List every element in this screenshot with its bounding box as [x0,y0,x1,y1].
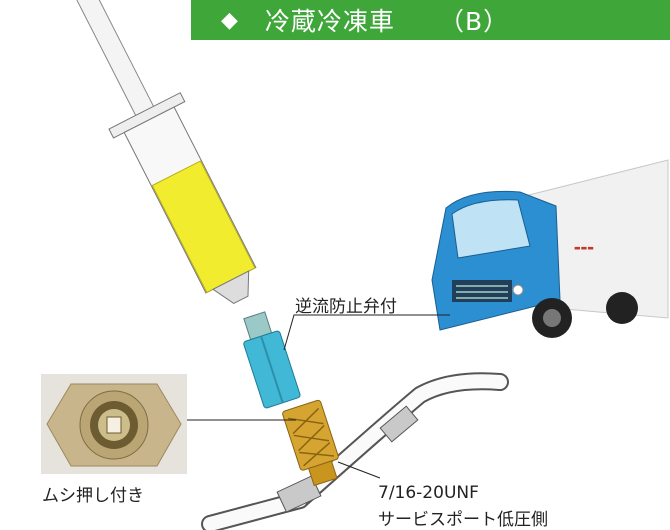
svg-text:▬▬▬: ▬▬▬ [574,244,594,252]
syringe [67,0,257,305]
check-valve-label: 逆流防止弁付 [295,297,397,317]
title-banner: ◆ 冷蔵冷凍車 （B） [191,0,670,40]
valve-core-photo [41,374,187,474]
quick-coupler [282,399,339,487]
leader-lines [186,314,450,479]
diamond-icon: ◆ [221,7,239,33]
oil-fill [151,160,256,294]
banner-title: 冷蔵冷凍車 [264,7,395,36]
core-included-label: ムシ押し付き [42,486,144,506]
check-valve-adapter [243,311,301,409]
refrigerated-truck: ▬▬▬ [431,159,669,338]
service-pipe [201,372,509,530]
port-name-label: サービスポート低圧側 [378,510,548,530]
banner-suffix: （B） [438,7,510,36]
valve-core-icon [41,374,187,474]
port-spec-label: 7/16-20UNF [378,483,479,503]
